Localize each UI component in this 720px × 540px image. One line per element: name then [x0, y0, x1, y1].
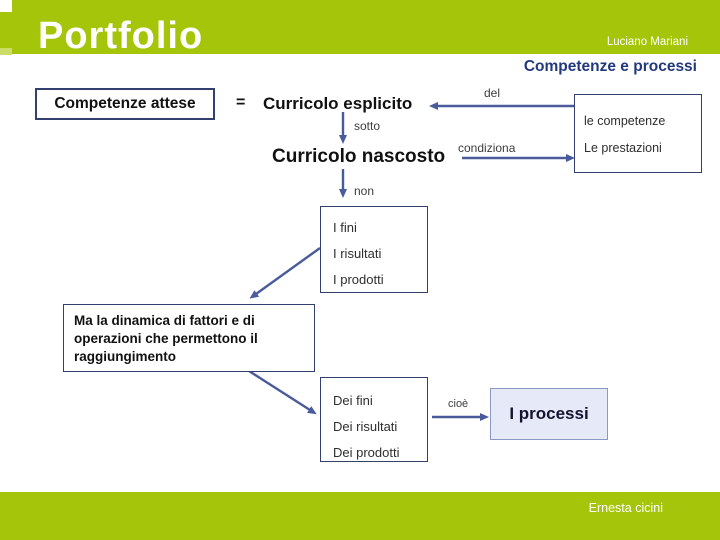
- arrow-dinamica-to-dei: [248, 369, 317, 415]
- competenze-prestazioni-box: le competenze Le prestazioni: [574, 94, 702, 173]
- fini-item: I prodotti: [333, 272, 384, 287]
- curricolo-nascosto-label: Curricolo nascosto: [272, 146, 446, 167]
- footer-author: Ernesta cicini: [588, 501, 663, 515]
- header-bar-light-square: [0, 48, 12, 55]
- del-label: del: [484, 86, 501, 100]
- fini-item: I risultati: [333, 246, 382, 261]
- arrow-fini-to-dinamica: [249, 247, 321, 299]
- dei-item: Dei prodotti: [333, 445, 400, 460]
- processi-box: I processi: [490, 388, 608, 440]
- cioe-label: cioè: [448, 398, 469, 410]
- header-bar-notch: [0, 0, 12, 12]
- competenze-attese-box: Competenze attese: [35, 88, 215, 120]
- dei-box: Dei fini Dei risultati Dei prodotti: [320, 377, 428, 462]
- header-author: Luciano Mariani: [606, 36, 688, 48]
- sotto-label: sotto: [354, 119, 381, 133]
- prestazioni-line: Le prestazioni: [584, 141, 662, 155]
- footer-bar: [0, 492, 720, 540]
- dei-item: Dei fini: [333, 393, 373, 408]
- dei-item: Dei risultati: [333, 419, 398, 434]
- competenze-line: le competenze: [584, 114, 666, 128]
- curricolo-esplicito-label: Curricolo esplicito: [263, 94, 413, 113]
- condiziona-label: condiziona: [458, 141, 516, 155]
- fini-item: I fini: [333, 220, 357, 235]
- dinamica-box: Ma la dinamica di fattori e di operazion…: [63, 304, 315, 372]
- page-title: Portfolio: [38, 15, 204, 57]
- non-label: non: [354, 184, 375, 198]
- fini-box: I fini I risultati I prodotti: [320, 206, 428, 293]
- slide-subtitle: Competenze e processi: [523, 58, 697, 75]
- equals-sign: =: [236, 94, 246, 111]
- header-bar: [0, 0, 720, 55]
